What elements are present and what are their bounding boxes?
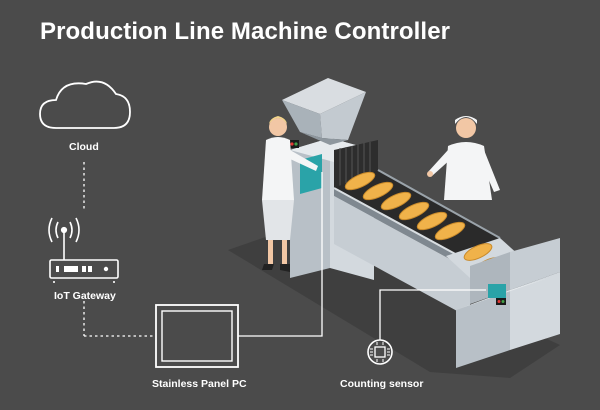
gateway-label: IoT Gateway: [54, 290, 116, 302]
worker-right: [427, 116, 500, 200]
connection-lines: [83, 162, 486, 340]
router-icon: [48, 217, 119, 283]
cloud-icon: [39, 80, 131, 129]
monitor-icon: [155, 304, 239, 368]
page-title: Production Line Machine Controller: [40, 18, 451, 45]
chip-icon: [367, 339, 393, 365]
worker-left: [262, 116, 318, 272]
production-line-illustration: [228, 78, 560, 378]
cloud-label: Cloud: [69, 141, 99, 153]
panel-pc-label: Stainless Panel PC: [152, 378, 247, 390]
sensor-label: Counting sensor: [340, 378, 424, 390]
